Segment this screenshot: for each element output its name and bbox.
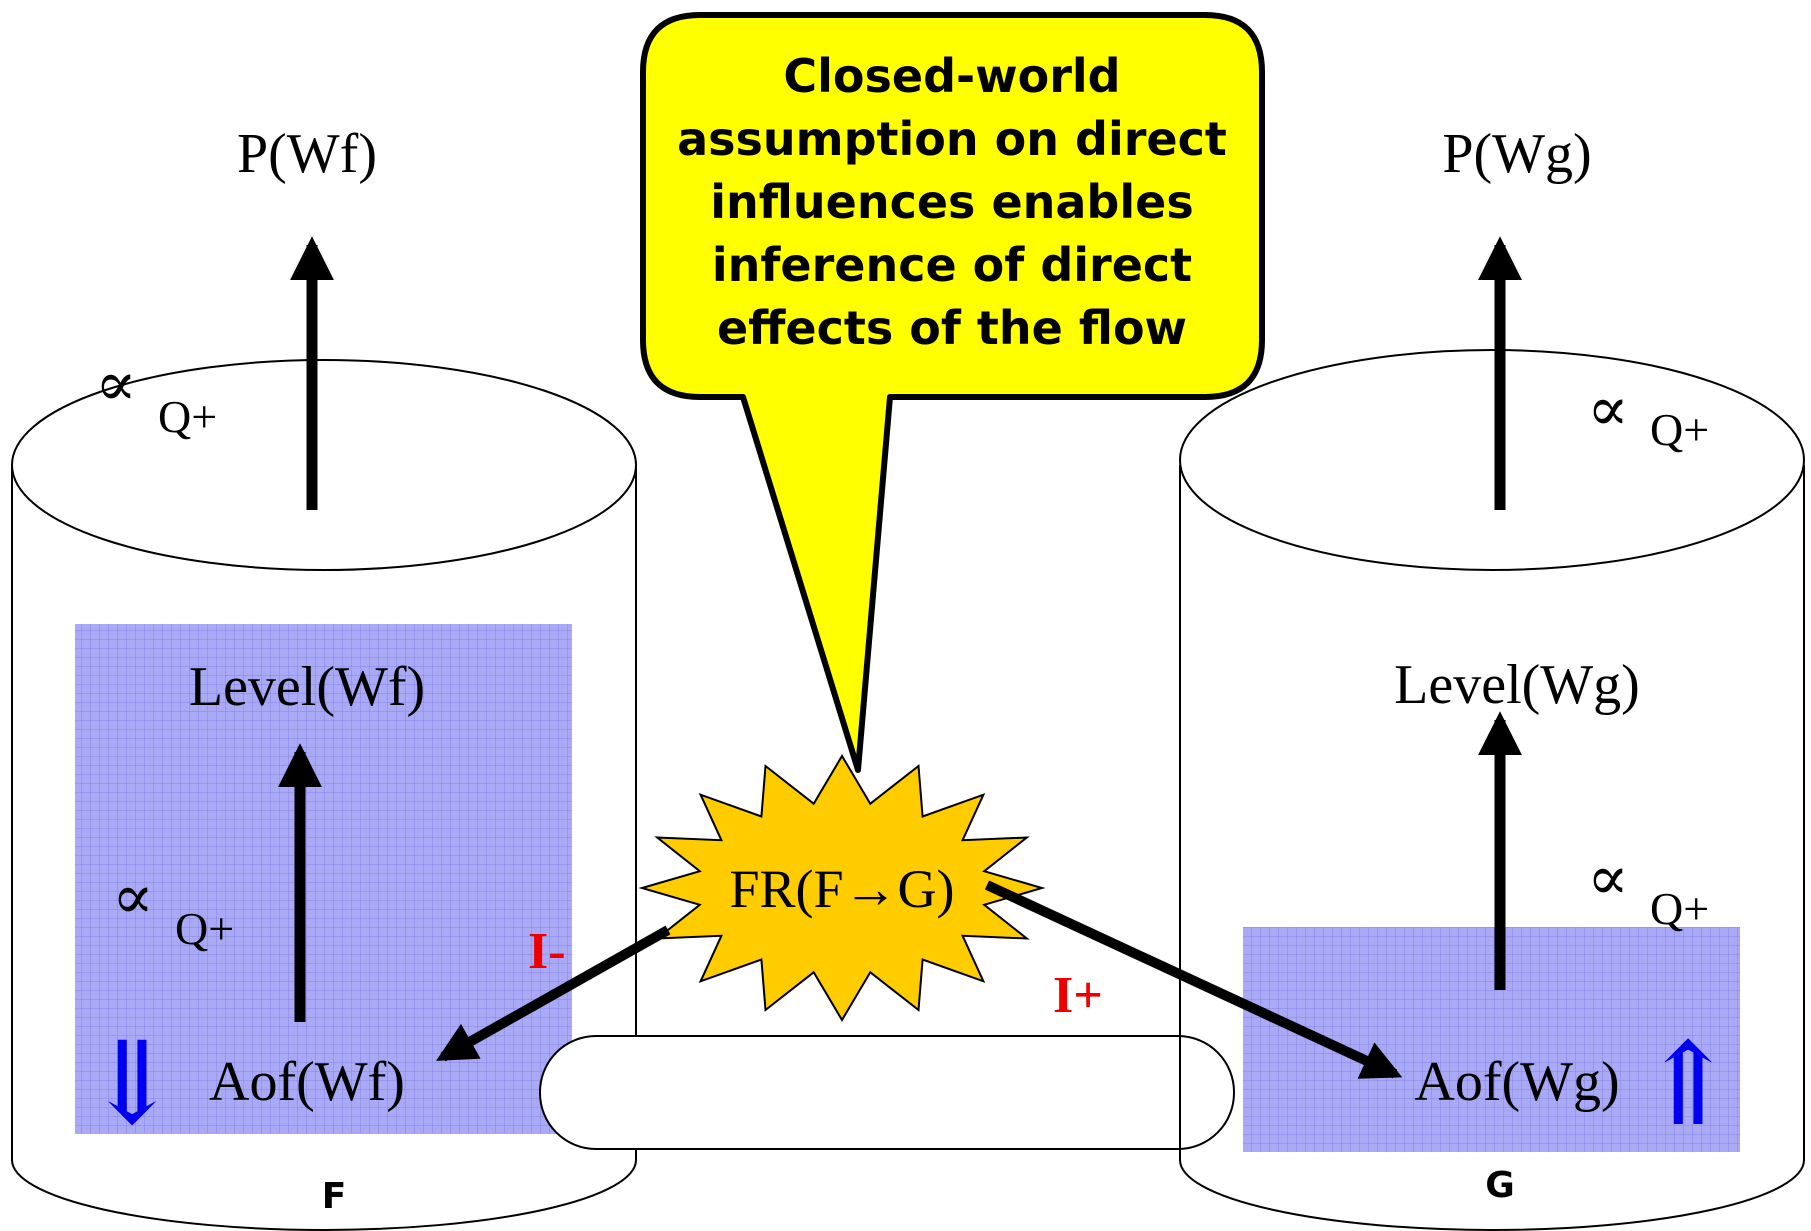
arrow-influence-minus xyxy=(436,925,671,1062)
trend-up-icon: ⇑ xyxy=(1640,1022,1736,1149)
callout-text: Closed-world assumption on direct influenc… xyxy=(677,49,1227,355)
influence-minus-label: I- xyxy=(528,923,566,980)
pipe-body xyxy=(539,1035,1235,1150)
svg-text:Q+: Q+ xyxy=(1650,883,1709,934)
prop-top-wf: ∝ Q+ xyxy=(95,351,217,442)
svg-text:Q+: Q+ xyxy=(158,391,217,442)
prop-top-wg: ∝ Q+ xyxy=(1587,376,1709,455)
pipe xyxy=(539,1030,1740,1155)
svg-text:Q+: Q+ xyxy=(1650,404,1709,455)
svg-text:∝: ∝ xyxy=(95,351,137,419)
aof-wf-label: Aof(Wf) xyxy=(209,1051,405,1113)
tank-f xyxy=(11,359,637,1231)
influence-plus-label: I+ xyxy=(1053,967,1103,1024)
flow-rate-burst xyxy=(638,754,1046,1022)
tank-f-water xyxy=(75,624,572,1134)
svg-text:∝: ∝ xyxy=(1587,376,1629,444)
tank-g-label: G xyxy=(1485,1165,1515,1206)
callout-line: inference of direct xyxy=(712,238,1192,292)
tank-f-label: F xyxy=(322,1176,347,1217)
callout-line: Closed-world xyxy=(783,49,1120,103)
callout xyxy=(640,12,1265,773)
svg-text:∝: ∝ xyxy=(1587,845,1629,913)
svg-text:Q+: Q+ xyxy=(175,903,234,954)
p-wg-label: P(Wg) xyxy=(1442,123,1591,185)
arrow-influence-plus xyxy=(984,880,1403,1079)
level-wg-label: Level(Wg) xyxy=(1394,654,1640,716)
flow-rate-label: FR(F→G) xyxy=(729,859,954,919)
callout-bubble xyxy=(640,12,1265,773)
p-wf-label: P(Wf) xyxy=(237,123,377,185)
svg-text:∝: ∝ xyxy=(112,864,154,932)
prop-inner-wf: ∝ Q+ xyxy=(112,864,234,954)
level-wf-label: Level(Wf) xyxy=(189,656,425,718)
aof-wg-label: Aof(Wg) xyxy=(1414,1051,1619,1113)
callout-line: assumption on direct xyxy=(677,112,1227,166)
tank-f-top xyxy=(11,359,637,571)
prop-inner-wg: ∝ Q+ xyxy=(1587,845,1709,934)
trend-down-icon: ⇓ xyxy=(84,1021,180,1148)
callout-line: influences enables xyxy=(710,175,1193,229)
callout-line: effects of the flow xyxy=(717,301,1187,355)
tank-g-top xyxy=(1179,349,1805,571)
